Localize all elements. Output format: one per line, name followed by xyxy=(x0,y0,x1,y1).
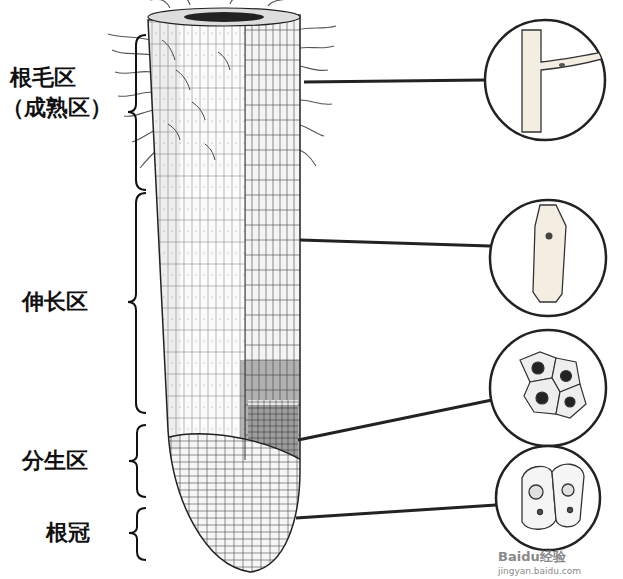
zone-label: 分生区 xyxy=(22,448,88,474)
root-hairs-front xyxy=(162,40,230,160)
leader-lines xyxy=(296,80,496,518)
zone-label: 伸长区 xyxy=(22,289,88,315)
watermark: jingyan.baidu.com xyxy=(498,566,581,577)
zone-label: 根冠 xyxy=(46,520,90,546)
zone-label: （成熟区） xyxy=(2,95,112,121)
zone-label: 根毛区 xyxy=(10,65,76,91)
watermark: Baidu经验 xyxy=(498,549,566,565)
braces xyxy=(128,35,146,560)
